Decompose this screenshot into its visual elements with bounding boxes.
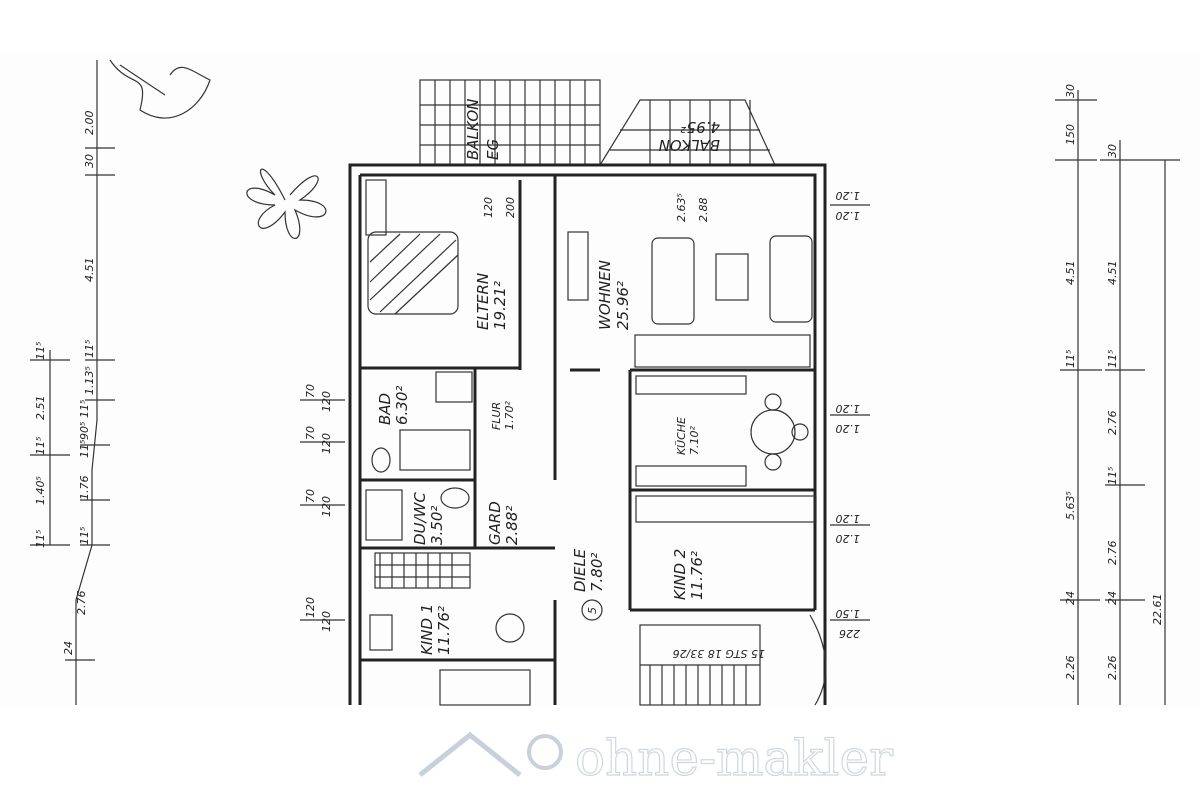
window-dim: 1.50 (836, 607, 861, 620)
dim-label: 30 (1106, 144, 1119, 158)
room-wohnen-name: WOHNEN (596, 260, 614, 330)
room-gard-area: 2.88² (503, 506, 521, 545)
watermark-text: ohne-makler (575, 729, 893, 787)
room-dusch-name: DU/WC (411, 492, 429, 545)
dim-label: 24 (1106, 591, 1119, 605)
window-dim: 70 (304, 489, 317, 503)
balcony-eg-name: BALKON (464, 99, 482, 160)
window-dims-right: 1.20 1.20 1.20 1.20 1.20 1.20 1.50 226 (830, 189, 870, 640)
dim-label: 4.51 (1106, 261, 1119, 286)
window-dims-left: 70 120 70 120 70 120 120 120 (300, 384, 345, 632)
dim-label: 2.76 (1106, 411, 1119, 436)
window-dim: 1.20 (836, 189, 861, 202)
dim-label: 2.26 (1106, 656, 1119, 681)
dim-label: 30 (83, 154, 96, 168)
window-dim: 1.20 (836, 402, 861, 415)
room-flur-area: 1.70² (503, 401, 516, 430)
window-dim: 120 (320, 611, 333, 632)
dim-label: 150 (1064, 124, 1077, 145)
room-kueche-name: KÜCHE (675, 417, 688, 455)
dim-chain-right (1055, 90, 1180, 705)
room-eltern-area: 19.21² (491, 281, 509, 330)
dim-label: 1.13⁵ (83, 366, 96, 395)
room-gard-name: GARD (486, 501, 504, 545)
door-height: 200 (504, 197, 517, 218)
room-diele-area: 7.80² (588, 553, 606, 592)
dim-label: 2.76 (1106, 541, 1119, 566)
dim-label: 2.76 (75, 591, 88, 616)
window-dim: 1.20 (836, 532, 861, 545)
room-flur-name: FLUR (490, 402, 503, 430)
room-dusch-area: 3.50² (428, 506, 446, 545)
dim-chain-left-outer (65, 60, 115, 705)
dim-label: 90⁵ (78, 422, 91, 440)
window-dim: 226 (839, 627, 860, 640)
dim-label: 1.76 (78, 476, 91, 501)
dim-label: 24 (62, 641, 75, 655)
staircase (639, 614, 827, 706)
room-kind2-name: KIND 2 (671, 549, 689, 600)
door-height: 2.63⁵ (675, 193, 688, 222)
window-dim: 120 (320, 496, 333, 517)
stairs-circle-label: 5 (586, 607, 599, 614)
room-wohnen-area: 25.96² (614, 281, 632, 330)
room-eltern-name: ELTERN (474, 273, 492, 330)
dim-label: 11⁵ (78, 527, 91, 545)
room-diele-name: DIELE (571, 548, 589, 592)
dim-label: 2.26 (1064, 656, 1077, 681)
dim-label: 1.40⁵ (34, 476, 47, 505)
stairs-label: 15 STG 18 33/26 (673, 647, 765, 660)
dim-label: 5.63⁵ (1064, 491, 1077, 520)
dim-label: 11⁵ (1106, 467, 1119, 485)
window-dim: 120 (320, 391, 333, 412)
dim-label: 24 (1064, 591, 1077, 605)
window-dim: 70 (304, 384, 317, 398)
tree-symbol (246, 168, 327, 239)
dim-label: 11⁵ (83, 340, 96, 358)
dim-label: 11⁵ (1106, 350, 1119, 368)
balcony-area: 4.95² (681, 118, 720, 136)
dim-label: 11⁵ (1064, 350, 1077, 368)
tree-symbol (109, 59, 211, 119)
window-dim: 70 (304, 426, 317, 440)
window-dim: 120 (304, 597, 317, 618)
door-height: 120 (482, 197, 495, 218)
window-dim: 1.20 (836, 422, 861, 435)
room-bad-area: 6.30² (393, 386, 411, 425)
room-kind1-name: KIND 1 (418, 604, 436, 655)
door-height: 2.88 (697, 198, 710, 223)
room-kueche-area: 7.10² (688, 426, 701, 455)
dim-label: 2.51 (34, 396, 47, 421)
dim-label: 11⁵ (78, 440, 91, 458)
stairs-circle (581, 599, 603, 621)
window-dim: 120 (320, 433, 333, 454)
balcony-eg-sub: EG (484, 139, 502, 160)
dim-label: 11⁵ (34, 437, 47, 455)
dim-label: 11⁵ (34, 530, 47, 548)
watermark-key-icon (527, 734, 563, 770)
balcony-name: BALKON (659, 136, 720, 154)
watermark-house-icon (418, 731, 522, 777)
dim-total: 22.61 (1151, 594, 1164, 626)
dim-label: 11⁵ (78, 400, 91, 418)
window-dim: 1.20 (836, 209, 861, 222)
dim-label: 4.51 (83, 258, 96, 283)
furniture (365, 179, 817, 706)
dim-label: 11⁵ (34, 342, 47, 360)
walls (348, 163, 827, 705)
dim-label: 2.00 (83, 111, 96, 136)
window-dim: 1.20 (836, 512, 861, 525)
room-bad-name: BAD (376, 393, 394, 425)
dim-label: 30 (1064, 84, 1077, 98)
room-kind1-area: 11.76² (435, 606, 453, 655)
dim-label: 4.51 (1064, 261, 1077, 286)
room-kind2-area: 11.76² (688, 551, 706, 600)
balcony (598, 99, 776, 166)
dim-chain-left-inner (30, 350, 70, 546)
watermark: ohne-makler (418, 728, 894, 788)
